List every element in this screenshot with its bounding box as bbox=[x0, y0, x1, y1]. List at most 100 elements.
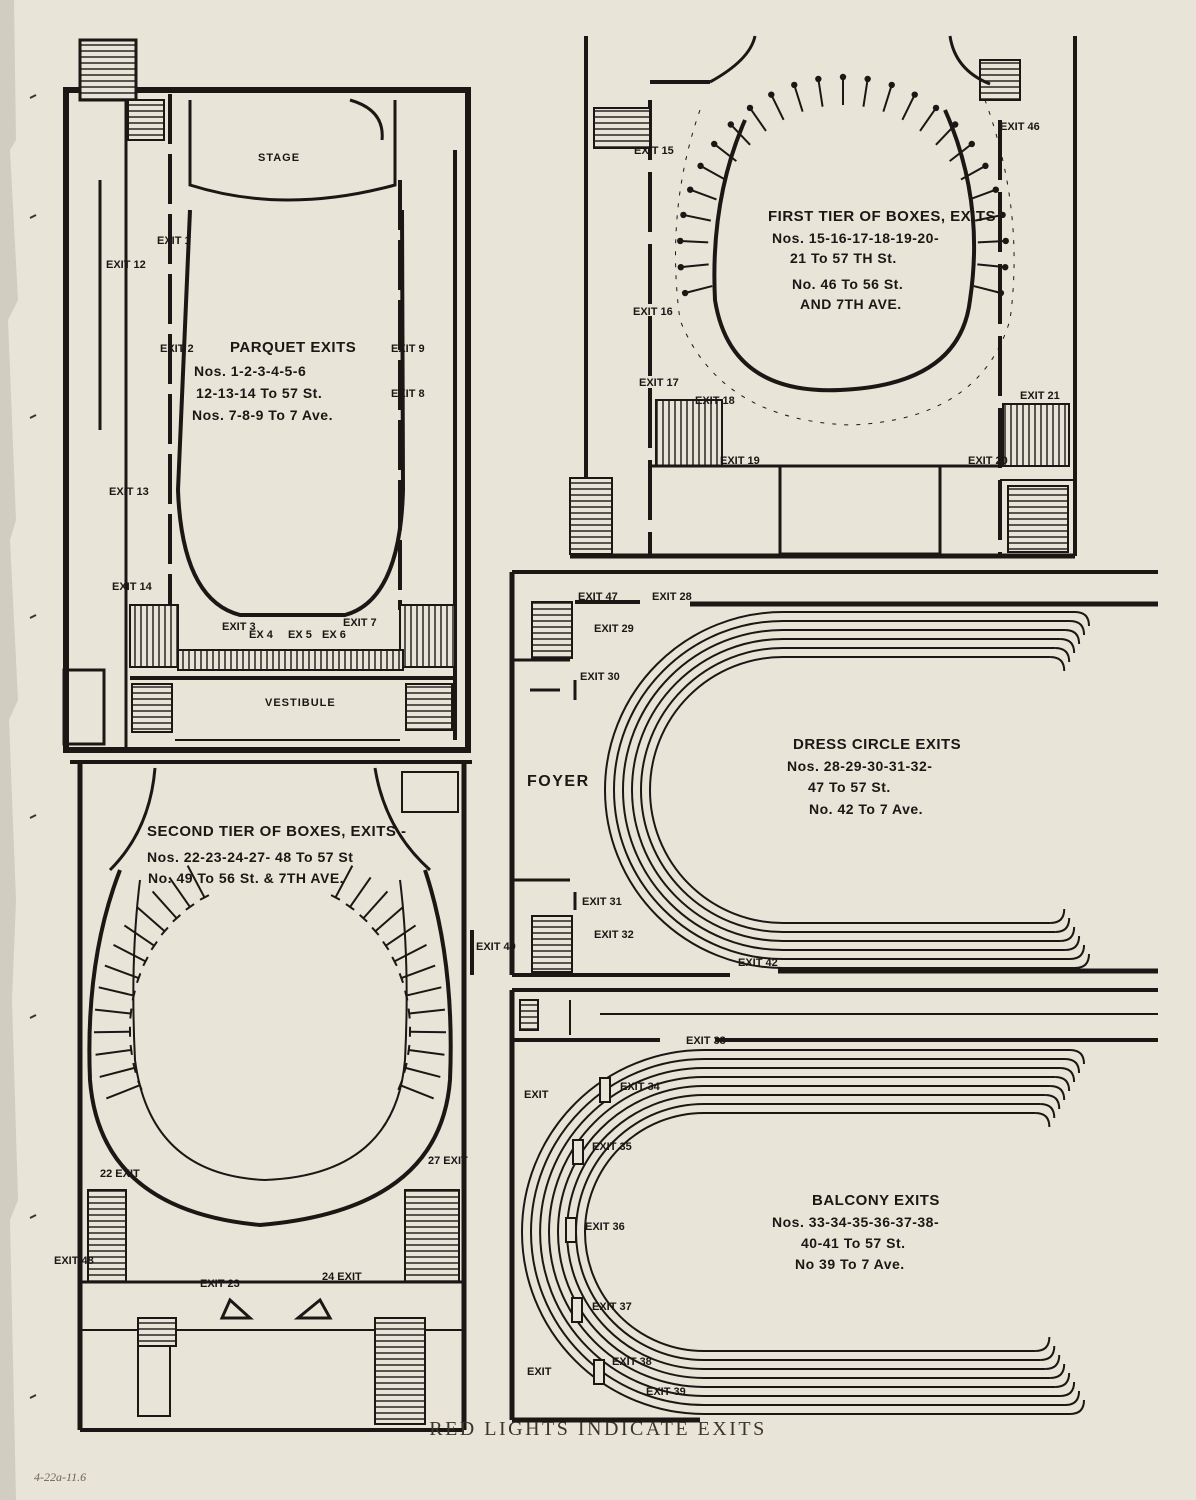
box-tick bbox=[330, 894, 341, 901]
box-partition bbox=[793, 84, 804, 112]
exit-label: EXIT bbox=[527, 1366, 552, 1378]
exit-label: EXIT 32 bbox=[594, 929, 634, 941]
row-end bbox=[1050, 1363, 1066, 1379]
box-partition bbox=[683, 213, 712, 222]
box-tick bbox=[391, 956, 398, 967]
torn-edge bbox=[0, 0, 18, 1500]
row-end bbox=[1065, 935, 1081, 951]
box-marker bbox=[888, 81, 895, 89]
parquet-outer-wall bbox=[63, 87, 471, 753]
first-tier-line-1: Nos. 15-16-17-18-19-20- bbox=[772, 230, 939, 246]
first-tier-plan bbox=[569, 35, 1077, 559]
seat-row bbox=[539, 1067, 1061, 1397]
dress-circle-line-1: Nos. 28-29-30-31-32- bbox=[787, 758, 932, 774]
box-partition bbox=[374, 906, 404, 932]
box-marker bbox=[687, 186, 694, 193]
exit-label: EX 4 bbox=[249, 629, 274, 641]
row-end bbox=[1035, 1112, 1051, 1128]
box-partition bbox=[409, 1008, 446, 1015]
box-tick bbox=[160, 926, 169, 936]
box-marker bbox=[1001, 263, 1009, 271]
exit-label: EXIT 21 bbox=[1020, 390, 1060, 402]
exit-label: EXIT 9 bbox=[391, 343, 425, 355]
row-end bbox=[1065, 1390, 1081, 1406]
box-tick bbox=[398, 973, 405, 984]
dress-circle-line-2: 47 To 57 St. bbox=[808, 779, 891, 795]
row-end bbox=[1050, 656, 1066, 672]
foyer-label: FOYER bbox=[527, 773, 590, 790]
exit-box bbox=[599, 1077, 611, 1103]
row-end bbox=[1060, 1381, 1076, 1397]
box-partition bbox=[935, 123, 956, 146]
exit-label: EXIT 28 bbox=[652, 591, 692, 603]
seat-row bbox=[584, 1112, 1036, 1352]
box-partition bbox=[700, 164, 726, 181]
exit-box bbox=[593, 1359, 605, 1385]
exit-label: EXIT 38 bbox=[612, 1356, 652, 1368]
box-partition bbox=[730, 123, 751, 146]
box-partition bbox=[362, 890, 389, 919]
box-marker bbox=[746, 104, 754, 112]
exit-label: EXIT 39 bbox=[646, 1386, 686, 1398]
row-end bbox=[1070, 620, 1086, 636]
box-partition bbox=[406, 986, 442, 997]
box-tick bbox=[371, 926, 380, 936]
box-partition bbox=[882, 84, 893, 112]
parquet-title: PARQUET EXITS bbox=[230, 339, 356, 356]
box-tick bbox=[129, 1008, 133, 1019]
box-partition bbox=[770, 94, 785, 121]
box-partition bbox=[98, 986, 134, 997]
parquet-line-3: Nos. 7-8-9 To 7 Ave. bbox=[192, 407, 333, 423]
exit-label: EXIT 14 bbox=[112, 581, 153, 593]
seat-row bbox=[631, 638, 1061, 942]
box-tick bbox=[185, 903, 195, 911]
box-partition bbox=[689, 188, 717, 201]
box-marker bbox=[999, 211, 1006, 219]
footer-caption: RED LIGHTS INDICATE EXITS bbox=[429, 1418, 767, 1440]
box-partition bbox=[749, 107, 767, 132]
exit-box bbox=[571, 1297, 583, 1323]
box-partition bbox=[973, 285, 1002, 294]
box-marker bbox=[711, 140, 718, 148]
box-marker bbox=[677, 263, 685, 271]
row-end bbox=[1040, 1103, 1056, 1119]
box-partition bbox=[919, 107, 937, 132]
box-tick bbox=[407, 1044, 411, 1056]
exit-label: EXIT 34 bbox=[620, 1081, 661, 1093]
exit-label: EXIT 2 bbox=[160, 343, 194, 355]
box-partition bbox=[713, 143, 737, 162]
box-marker bbox=[982, 162, 989, 170]
seat-row bbox=[604, 611, 1075, 969]
exit-label: EXIT 18 bbox=[695, 395, 735, 407]
box-partition bbox=[94, 1008, 131, 1015]
box-marker bbox=[997, 289, 1005, 297]
box-marker bbox=[968, 140, 975, 148]
box-tick bbox=[345, 903, 355, 911]
row-end bbox=[1065, 1058, 1081, 1074]
box-marker bbox=[1002, 237, 1009, 245]
row-end bbox=[1045, 1354, 1061, 1370]
exit-label: EXIT 23 bbox=[200, 1278, 240, 1290]
exit-label: EXIT 49 bbox=[476, 941, 516, 953]
seat-row bbox=[575, 1103, 1041, 1361]
exit-label: EXIT 30 bbox=[580, 671, 620, 683]
row-end bbox=[1069, 1049, 1085, 1065]
box-partition bbox=[95, 1048, 132, 1056]
box-partition bbox=[974, 213, 1003, 222]
balcony-line-3: No 39 To 7 Ave. bbox=[795, 1256, 905, 1272]
stage-label: STAGE bbox=[258, 152, 300, 164]
box-partition bbox=[334, 865, 354, 898]
row-end bbox=[1060, 1067, 1076, 1083]
exit-label: 22 EXIT bbox=[100, 1168, 140, 1180]
seat-row bbox=[548, 1076, 1056, 1388]
box-marker bbox=[768, 91, 775, 98]
row-end bbox=[1045, 1094, 1061, 1110]
balcony-title: BALCONY EXITS bbox=[812, 1192, 940, 1209]
row-end bbox=[1055, 1076, 1071, 1092]
box-marker bbox=[677, 237, 684, 245]
seat-row bbox=[521, 1049, 1070, 1415]
box-tick bbox=[199, 894, 210, 901]
row-end bbox=[1055, 1372, 1071, 1388]
box-tick bbox=[404, 990, 409, 1001]
box-marker bbox=[911, 91, 918, 98]
